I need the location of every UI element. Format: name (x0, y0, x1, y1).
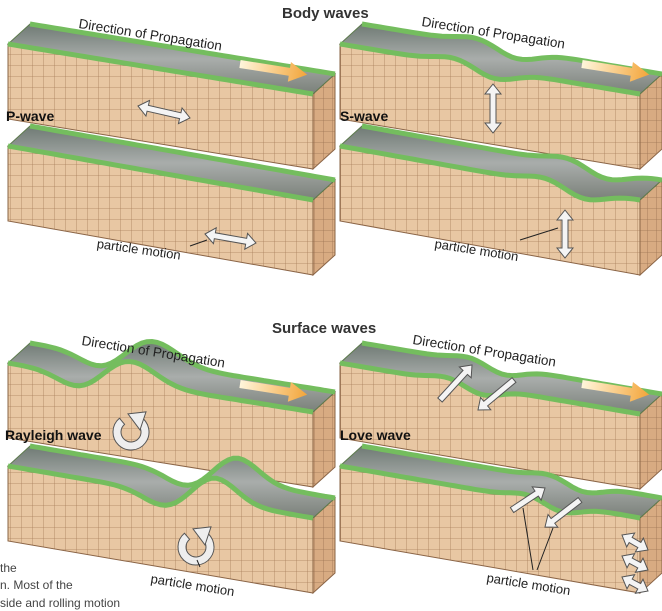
caption-fragment-2: n. Most of the (0, 578, 73, 592)
p-wave-upper-slab-front-grass (7, 41, 314, 97)
s-wave-label: S-wave (340, 108, 389, 124)
rayleigh-upper-slab-back-grass (29, 338, 336, 395)
s-wave-particle-leader (519, 227, 559, 241)
p-wave-label: P-wave (6, 108, 55, 124)
love-lower-slab (338, 443, 662, 595)
s-wave-lower-motion-arrow (555, 209, 575, 259)
love-lower-arrow-up (509, 486, 546, 514)
love-propagation-arrow (581, 380, 650, 402)
love-particle-leader-1 (522, 507, 534, 571)
s-wave-propagation-arrow (581, 60, 650, 82)
rayleigh-lower-slab-back-grass (29, 443, 336, 501)
p-wave-lower-slab-front-grass (7, 143, 314, 203)
love-lower-motion-arrow (621, 532, 649, 553)
p-wave-lower-slab-back-grass (29, 123, 336, 183)
body-waves-heading: Body waves (282, 5, 369, 22)
love-particle-leader-2 (536, 527, 554, 571)
love-upper-slab (338, 340, 662, 491)
caption-fragment-3: side and rolling motion (0, 596, 121, 610)
love-lower-arrow-down (544, 496, 583, 528)
p-wave-upper-slab (6, 21, 337, 171)
love-wave-label: Love wave (340, 427, 411, 443)
love-lower-motion-arrow-3 (621, 574, 649, 594)
s-wave-lower-slab-back-grass (361, 123, 662, 183)
p-wave-propagation-arrow (239, 60, 308, 82)
rayleigh-upper-slab (6, 338, 337, 489)
caption-fragment-1: the (0, 561, 17, 575)
s-wave-upper-slab-front-grass (339, 41, 641, 97)
p-wave-particle-leader (189, 239, 208, 247)
rayleigh-particle-leader (196, 559, 201, 568)
rayleigh-wave-label: Rayleigh wave (5, 427, 102, 443)
love-upper-arrow-down (477, 376, 517, 411)
love-lower-slab-back-grass (361, 443, 662, 501)
surface-waves-heading: Surface waves (272, 320, 377, 337)
s-wave-lower-slab-front-grass (339, 143, 641, 203)
rayleigh-lower-motion-arrow (177, 526, 215, 566)
rayleigh-lower-slab (6, 443, 337, 595)
love-upper-arrow-up (437, 364, 473, 403)
rayleigh-propagation-arrow (239, 380, 308, 402)
p-wave-upper-motion-arrow (137, 99, 191, 125)
rayleigh-upper-motion-arrow (112, 411, 150, 451)
p-wave-upper-slab-back-grass (29, 21, 336, 77)
s-wave-upper-motion-arrow (483, 83, 503, 134)
love-lower-slab-front-grass (339, 463, 641, 521)
rayleigh-upper-slab-front-grass (7, 358, 314, 415)
rayleigh-lower-slab-front-grass (7, 463, 314, 521)
p-wave-lower-motion-arrow (204, 226, 257, 251)
love-lower-motion-arrow-2 (621, 553, 649, 573)
